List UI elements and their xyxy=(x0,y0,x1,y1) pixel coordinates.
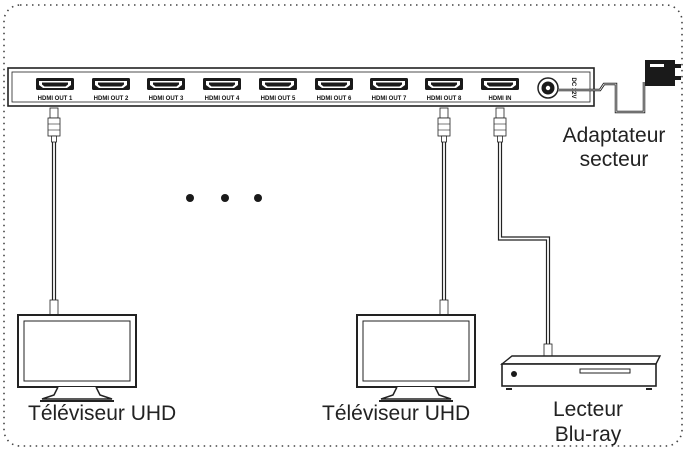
dc-jack: DC 12V xyxy=(537,77,576,99)
hdmi-port-out-6: HDMI OUT 6 xyxy=(315,78,353,102)
hdmi-port-icon xyxy=(92,78,130,90)
hdmi-port-out-7: HDMI OUT 7 xyxy=(370,78,408,102)
ellipsis xyxy=(186,194,262,202)
hdmi-port-icon xyxy=(315,78,353,90)
hdmi-port-icon xyxy=(147,78,185,90)
hdmi-port-icon xyxy=(259,78,297,90)
hdmi-port-out-8: HDMI OUT 8 xyxy=(425,78,463,102)
tv2-caption: Téléviseur UHD xyxy=(322,402,470,425)
port-label: HDMI OUT 8 xyxy=(427,96,462,102)
hdmi-plug xyxy=(437,107,451,143)
hdmi-plug xyxy=(47,107,61,143)
adapter-caption-line1: Adaptateur xyxy=(563,124,666,147)
port-label: HDMI IN xyxy=(489,96,512,102)
tv-1 xyxy=(17,314,137,402)
cable-bluray xyxy=(493,107,553,359)
tv-icon xyxy=(356,314,476,402)
port-label: HDMI OUT 4 xyxy=(205,96,240,102)
bluray-caption-line1: Lecteur xyxy=(553,398,623,421)
bluray-caption-line2: Blu-ray xyxy=(555,423,622,446)
hdmi-port-icon xyxy=(425,78,463,90)
cable-tv-1 xyxy=(47,107,61,317)
dc-label: DC 12V xyxy=(570,77,576,98)
port-label: HDMI OUT 3 xyxy=(149,96,184,102)
hdmi-port-in: HDMI IN xyxy=(481,78,519,102)
tv-icon xyxy=(17,314,137,402)
port-label: HDMI OUT 7 xyxy=(372,96,407,102)
hdmi-port-icon xyxy=(203,78,241,90)
hdmi-port-out-5: HDMI OUT 5 xyxy=(259,78,297,102)
hdmi-port-out-4: HDMI OUT 4 xyxy=(203,78,241,102)
tv1-caption: Téléviseur UHD xyxy=(28,402,176,425)
hdmi-port-icon xyxy=(36,78,74,90)
port-label: HDMI OUT 2 xyxy=(94,96,129,102)
power-adapter-icon xyxy=(645,60,681,86)
port-label: HDMI OUT 1 xyxy=(38,96,73,102)
hdmi-plug xyxy=(493,107,507,143)
port-label: HDMI OUT 5 xyxy=(261,96,296,102)
adapter-caption-line2: secteur xyxy=(580,148,649,171)
hdmi-port-icon xyxy=(370,78,408,90)
hdmi-port-icon xyxy=(481,78,519,90)
hdmi-port-out-1: HDMI OUT 1 xyxy=(36,78,74,102)
hdmi-port-out-2: HDMI OUT 2 xyxy=(92,78,130,102)
tv-2 xyxy=(356,314,476,402)
bluray-player xyxy=(500,355,662,390)
port-label: HDMI OUT 6 xyxy=(317,96,352,102)
power-adapter xyxy=(558,60,681,114)
bluray-player-icon xyxy=(500,355,662,390)
cable-tv-2 xyxy=(437,107,451,317)
hdmi-port-out-3: HDMI OUT 3 xyxy=(147,78,185,102)
dotted-boundary xyxy=(3,4,683,447)
